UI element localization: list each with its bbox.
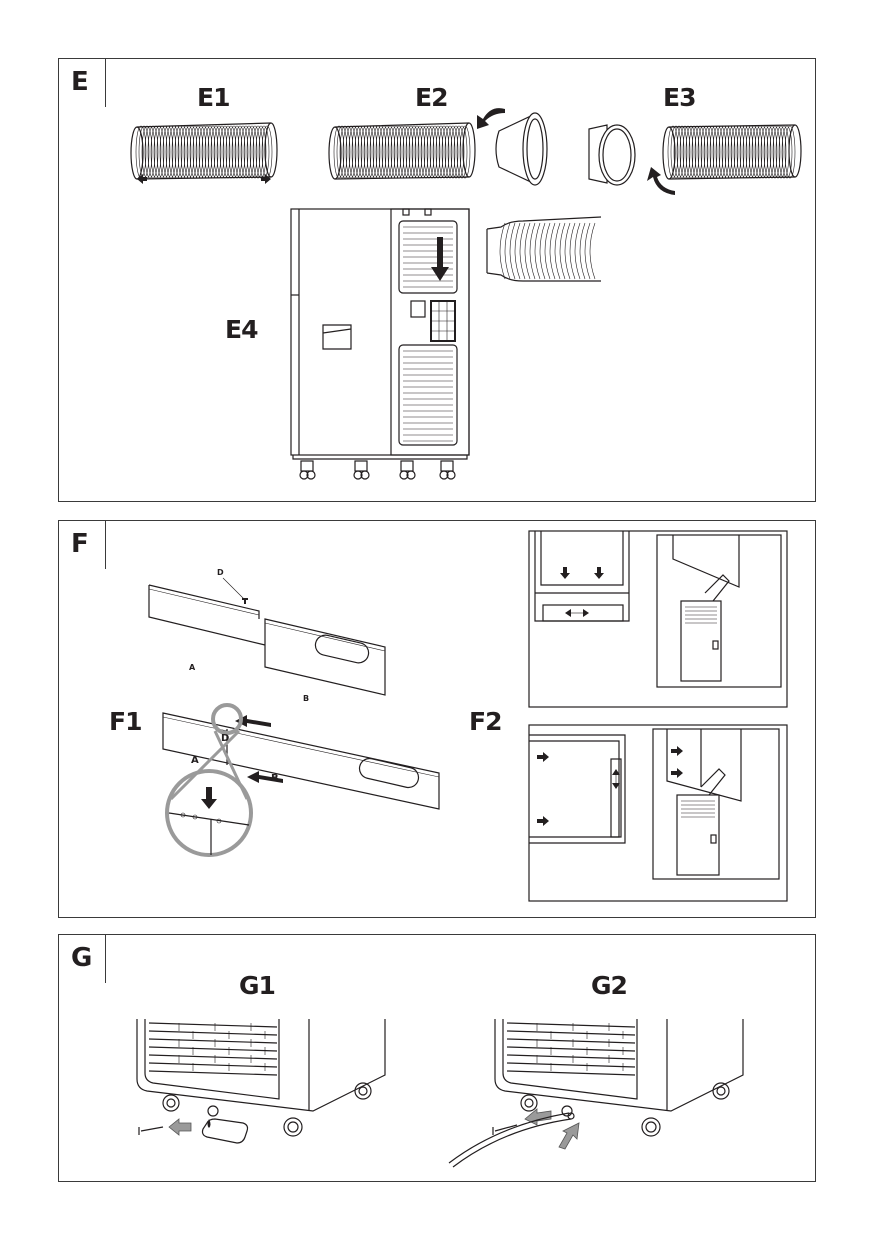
step-label-e4: E4 <box>225 315 258 344</box>
rotate-arrow-icon <box>477 108 505 129</box>
step-label-g2: G2 <box>591 971 628 1000</box>
step-label-e1: E1 <box>197 83 230 112</box>
section-divider <box>105 59 106 107</box>
panel-e-hose-installation: E E1 E2 E3 E4 <box>58 58 816 502</box>
step-label-e3: E3 <box>663 83 696 112</box>
part-label-b: B <box>303 694 310 703</box>
step-label-f2: F2 <box>469 707 502 736</box>
stretch-arrows-icon <box>137 174 271 184</box>
part-label-a: A <box>189 663 196 672</box>
part-label-d: D <box>217 568 224 577</box>
horizontal-window-installation-illustration <box>528 724 788 902</box>
window-slider-parts-illustration <box>148 584 386 696</box>
part-label-b: B <box>271 773 279 784</box>
step-label-f1: F1 <box>109 707 142 736</box>
window-adapter-icon <box>495 112 548 186</box>
step-label-g1: G1 <box>239 971 276 1000</box>
panel-g-drainage: G G1 G2 <box>58 934 816 1182</box>
section-divider <box>105 935 106 983</box>
section-letter-g: G <box>71 943 93 973</box>
section-letter-e: E <box>71 67 89 97</box>
section-divider <box>105 521 106 569</box>
vertical-window-installation-illustration <box>528 530 788 708</box>
manual-drain-illustration <box>136 1019 386 1144</box>
slider-assembly-illustration <box>162 703 440 857</box>
hose-connector-icon <box>588 124 636 186</box>
air-conditioner-rear-illustration <box>290 208 602 480</box>
section-letter-f: F <box>71 529 89 559</box>
hose-illustration-e3 <box>662 124 802 180</box>
part-label-d: D <box>221 733 230 744</box>
panel-f-window-kit: F D A B F1 D A B F2 <box>58 520 816 918</box>
step-label-e2: E2 <box>415 83 448 112</box>
leader-line <box>222 577 248 604</box>
hose-illustration-e2 <box>328 122 476 180</box>
hose-illustration-e1 <box>130 122 278 180</box>
part-label-a: A <box>191 755 199 766</box>
rotate-arrow-icon <box>647 167 675 195</box>
continuous-drain-illustration <box>448 1019 744 1168</box>
